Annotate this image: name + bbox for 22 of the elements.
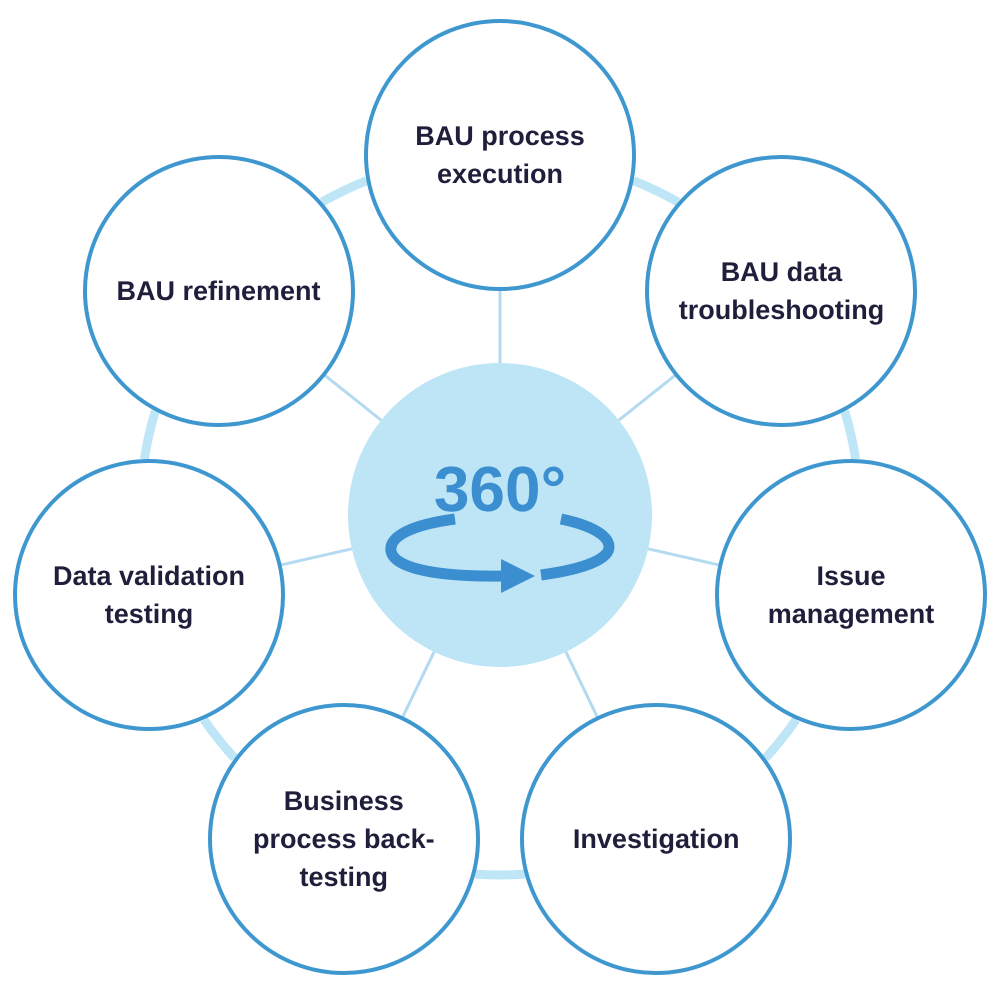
ring-arc [320, 176, 368, 206]
topic-label: Issue management [766, 560, 936, 632]
spoke-line [401, 651, 436, 718]
spoke-line [498, 291, 502, 363]
ring-arc [840, 410, 860, 460]
topic-label: BAU process execution [414, 120, 586, 191]
spoke-line [618, 374, 676, 422]
ring-arc [762, 716, 800, 762]
hub-label: 360° [434, 452, 566, 526]
ring-arc [632, 176, 680, 206]
ring-arc [140, 410, 160, 460]
ring-arc [475, 870, 525, 880]
topic-label: BAU refinement [116, 274, 322, 308]
topic-label: BAU data troubleshooting [678, 256, 886, 327]
spoke-line [648, 547, 719, 566]
ring-arc [200, 716, 238, 762]
topic-label: Investigation [572, 823, 740, 856]
spoke-line [281, 547, 352, 566]
topic-label: Data validation testing [52, 560, 246, 632]
topic-label: Business process back-testing [252, 785, 436, 894]
spoke-line [324, 374, 382, 422]
spoke-line [564, 651, 599, 718]
